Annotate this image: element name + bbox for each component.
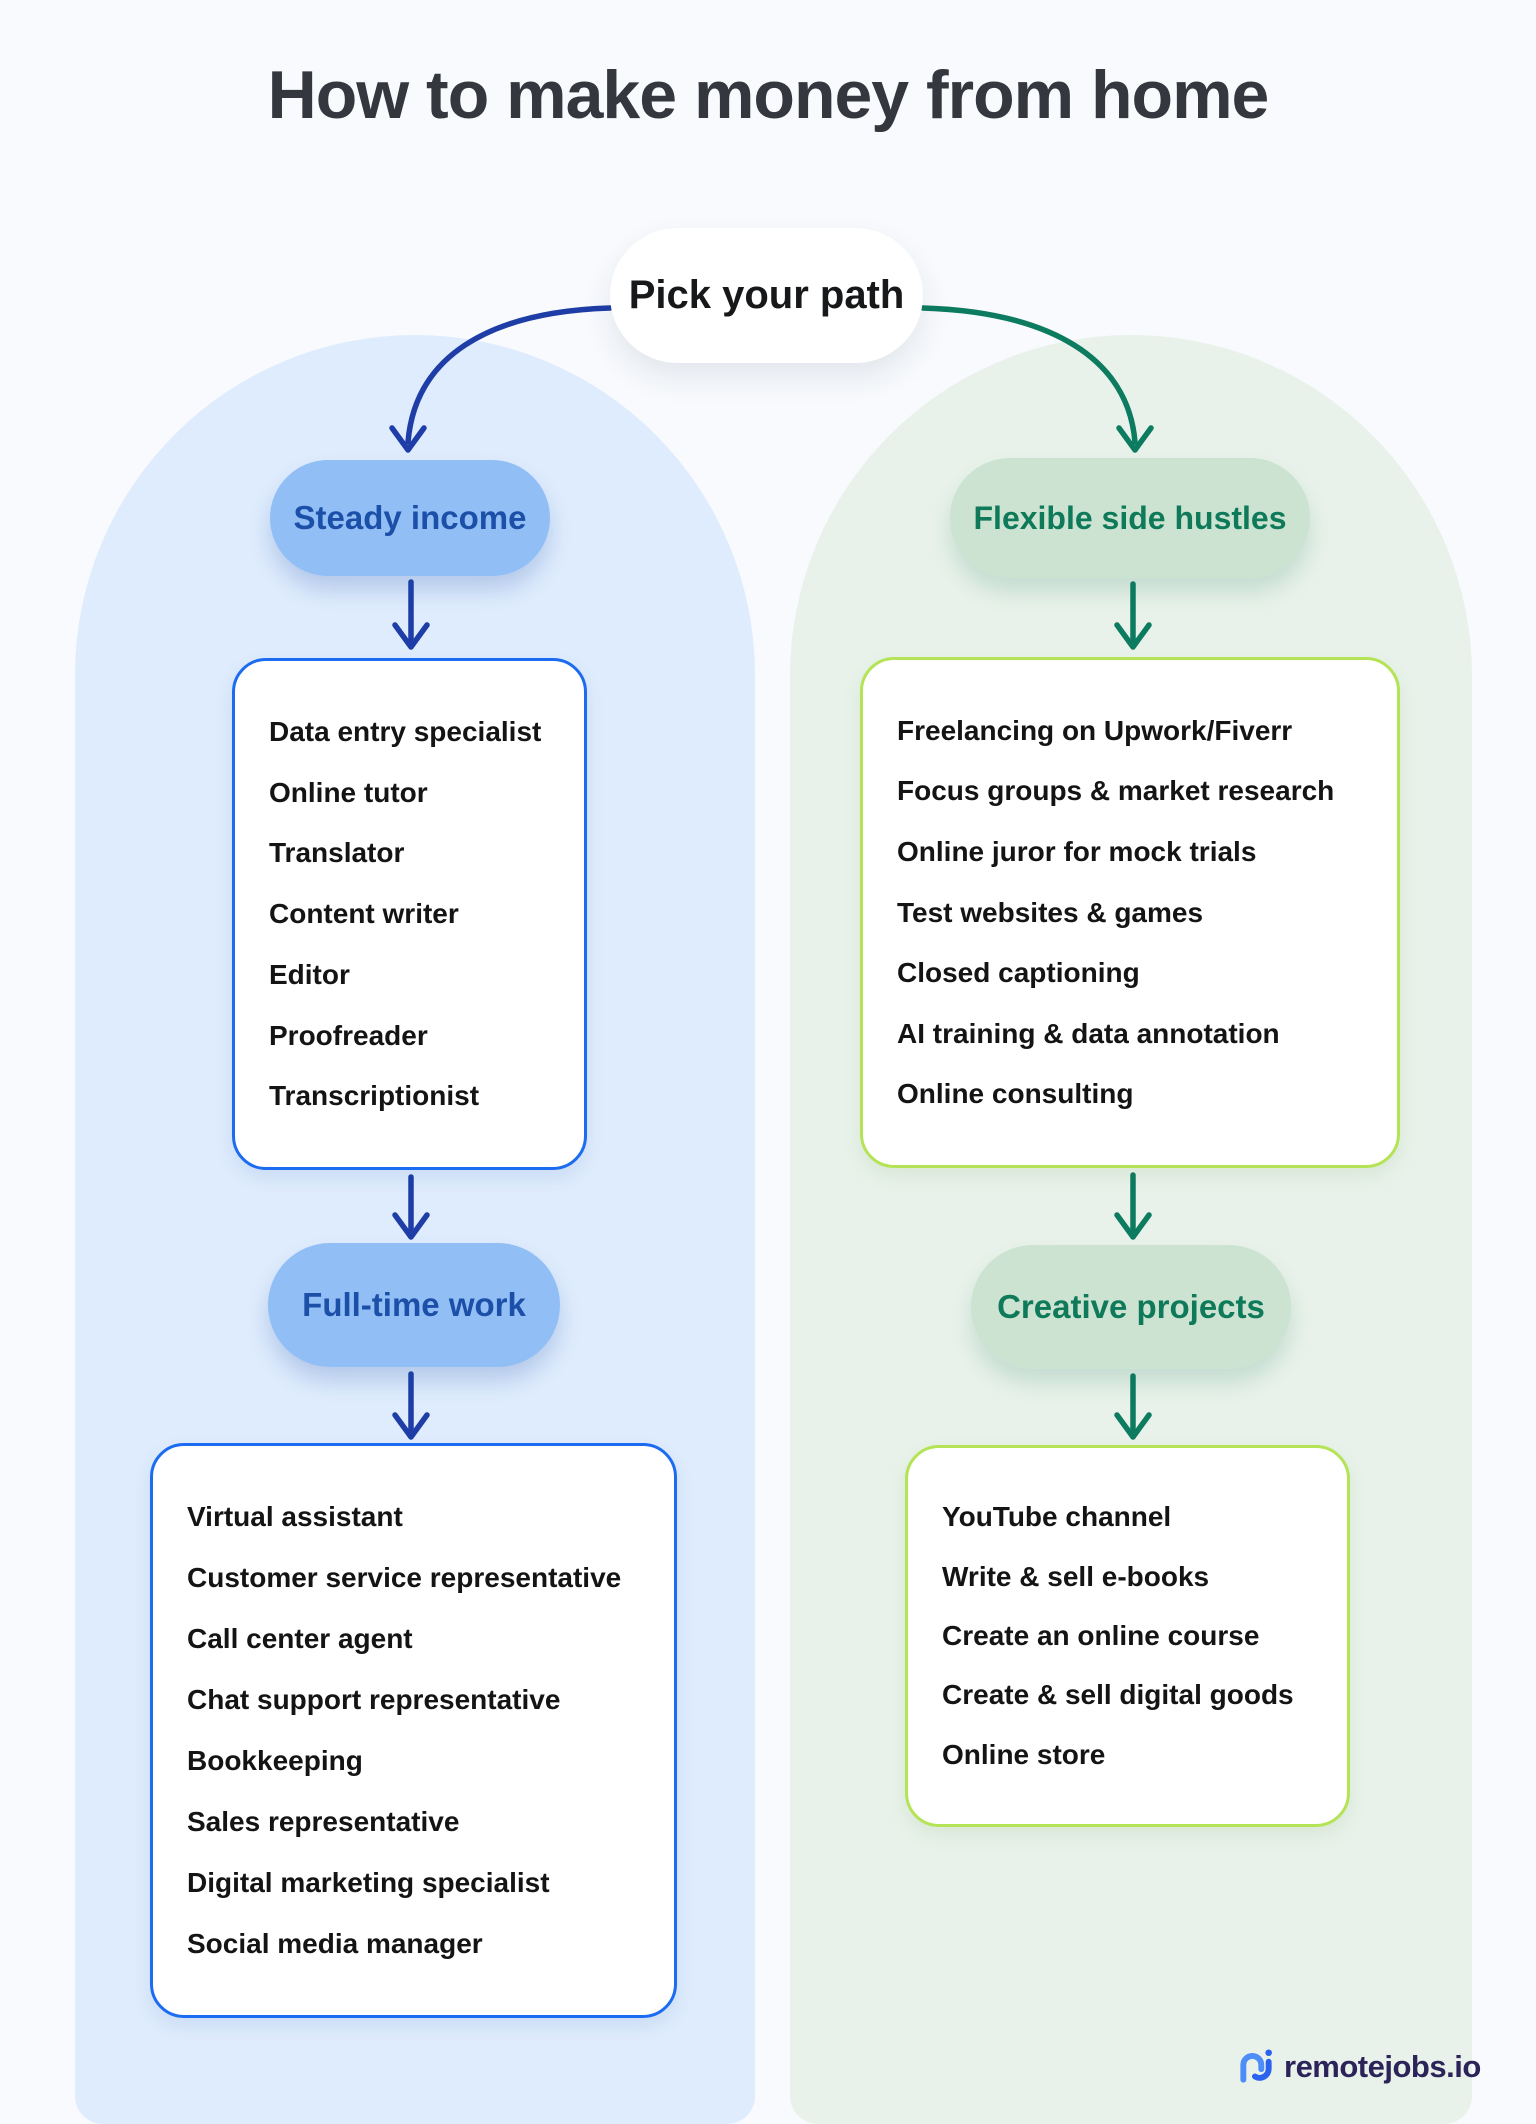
job-item: Social media manager: [187, 1928, 483, 1959]
arrowhead-icon: [1114, 1412, 1152, 1440]
job-item: Proofreader: [269, 1019, 428, 1051]
job-item: Create & sell digital goods: [942, 1679, 1294, 1711]
arrowhead-icon: [392, 622, 430, 650]
category-pill-flexible-side-hustles: Flexible side hustles: [950, 458, 1310, 578]
job-item: Online store: [942, 1738, 1106, 1770]
job-item: Closed captioning: [897, 957, 1140, 989]
job-item: Content writer: [269, 898, 459, 929]
arrowhead-icon: [392, 1412, 430, 1440]
arrowhead-icon: [392, 1212, 430, 1240]
job-item: Online juror for mock trials: [897, 835, 1257, 867]
arrowhead-icon: [389, 425, 427, 453]
connector-root-to-steady: [405, 305, 613, 445]
job-item: AI training & data annotation: [897, 1017, 1280, 1049]
page-title: How to make money from home: [267, 57, 1270, 133]
category-pill-creative-projects: Creative projects: [971, 1245, 1291, 1369]
job-item: Call center agent: [187, 1623, 413, 1654]
job-item: Customer service representative: [187, 1562, 622, 1593]
job-item: Online tutor: [269, 776, 428, 808]
arrowhead-icon: [1114, 1212, 1152, 1240]
connector-root-to-flexible: [920, 305, 1138, 445]
job-item: Transcriptionist: [269, 1080, 480, 1112]
job-item: Focus groups & market research: [897, 775, 1335, 807]
arrowhead-icon: [1114, 622, 1152, 650]
job-item: Write & sell e-books: [942, 1560, 1210, 1592]
category-pill-full-time-work: Full-time work: [268, 1243, 560, 1367]
job-item: Sales representative: [187, 1806, 460, 1837]
job-item: Bookkeeping: [187, 1745, 363, 1776]
job-item: Digital marketing specialist: [187, 1867, 550, 1898]
footer-brand: remotejobs.io: [1237, 2046, 1481, 2088]
job-item: Data entry specialist: [269, 715, 542, 747]
job-item: Create an online course: [942, 1619, 1260, 1651]
job-item: Chat support representative: [187, 1684, 561, 1715]
job-item: Virtual assistant: [187, 1501, 403, 1532]
footer-brand-name: remotejobs.io: [1284, 2049, 1481, 2084]
job-item: Test websites & games: [897, 896, 1204, 928]
job-item: Translator: [269, 837, 405, 869]
job-item: YouTube channel: [942, 1501, 1172, 1533]
root-node-pick-your-path: Pick your path: [610, 228, 923, 363]
job-item: Online consulting: [897, 1078, 1134, 1110]
job-item: Editor: [269, 958, 350, 990]
remotejobs-logo-icon: [1240, 2049, 1272, 2083]
job-item: Freelancing on Upwork/Fiverr: [897, 714, 1293, 746]
category-pill-steady-income: Steady income: [270, 460, 550, 576]
arrowhead-icon: [1116, 425, 1154, 453]
